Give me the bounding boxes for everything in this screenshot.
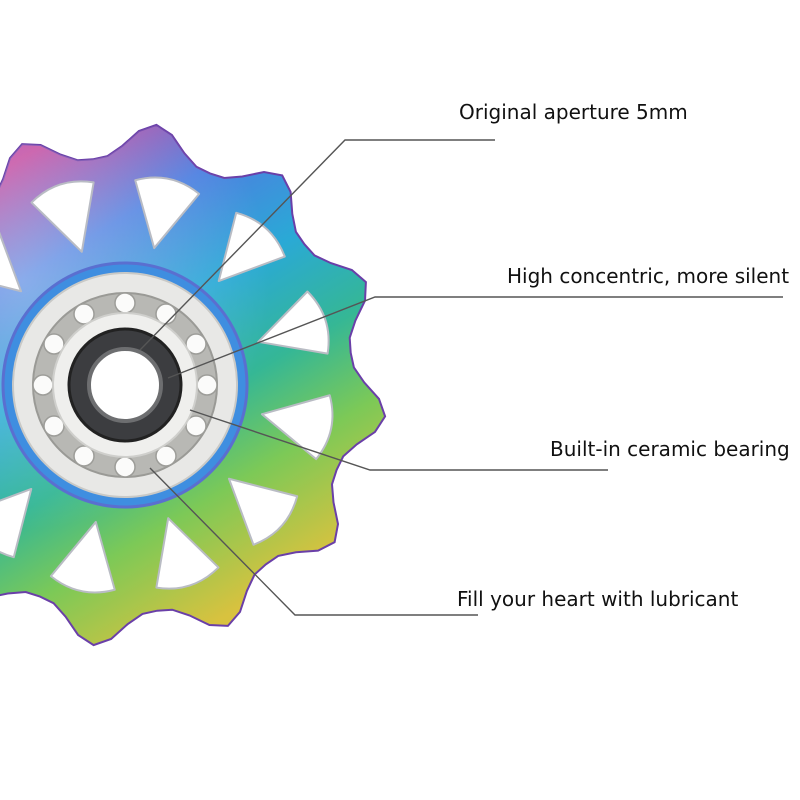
spoke-window bbox=[49, 520, 116, 594]
aperture-hole bbox=[87, 347, 163, 423]
spoke-cutouts bbox=[0, 176, 334, 594]
ceramic-ball bbox=[155, 445, 177, 467]
spoke-window bbox=[30, 180, 95, 253]
ceramic-ball bbox=[185, 333, 207, 355]
spoke-window bbox=[217, 211, 286, 283]
spoke-window bbox=[0, 231, 23, 293]
callout-label-bearing: Built-in ceramic bearing bbox=[550, 437, 790, 461]
ceramic-ball bbox=[32, 374, 54, 396]
callout-label-aperture: Original aperture 5mm bbox=[459, 100, 688, 124]
spoke-window bbox=[260, 394, 334, 461]
callout-label-concentric: High concentric, more silent bbox=[507, 264, 790, 288]
ceramic-ball bbox=[43, 415, 65, 437]
spoke-window bbox=[257, 290, 330, 355]
leader-line-lubricant bbox=[149, 467, 478, 616]
leader-line-bearing bbox=[189, 409, 608, 471]
callout-label-lubricant: Fill your heart with lubricant bbox=[457, 587, 739, 611]
callout-lines bbox=[139, 139, 783, 616]
ceramic-ball bbox=[114, 456, 136, 478]
ceramic-ball bbox=[43, 333, 65, 355]
ceramic-balls bbox=[32, 292, 218, 478]
ceramic-ball bbox=[73, 445, 95, 467]
ceramic-ball bbox=[73, 303, 95, 325]
bearing-assembly bbox=[1, 261, 249, 509]
spoke-window bbox=[134, 176, 201, 250]
ceramic-ball bbox=[196, 374, 218, 396]
ceramic-ball bbox=[185, 415, 207, 437]
leader-line-aperture bbox=[139, 139, 495, 351]
leader-line-concentric bbox=[167, 296, 783, 379]
spoke-window bbox=[155, 517, 220, 590]
ceramic-ball bbox=[114, 292, 136, 314]
spoke-window bbox=[227, 477, 299, 546]
spoke-window bbox=[0, 487, 33, 559]
